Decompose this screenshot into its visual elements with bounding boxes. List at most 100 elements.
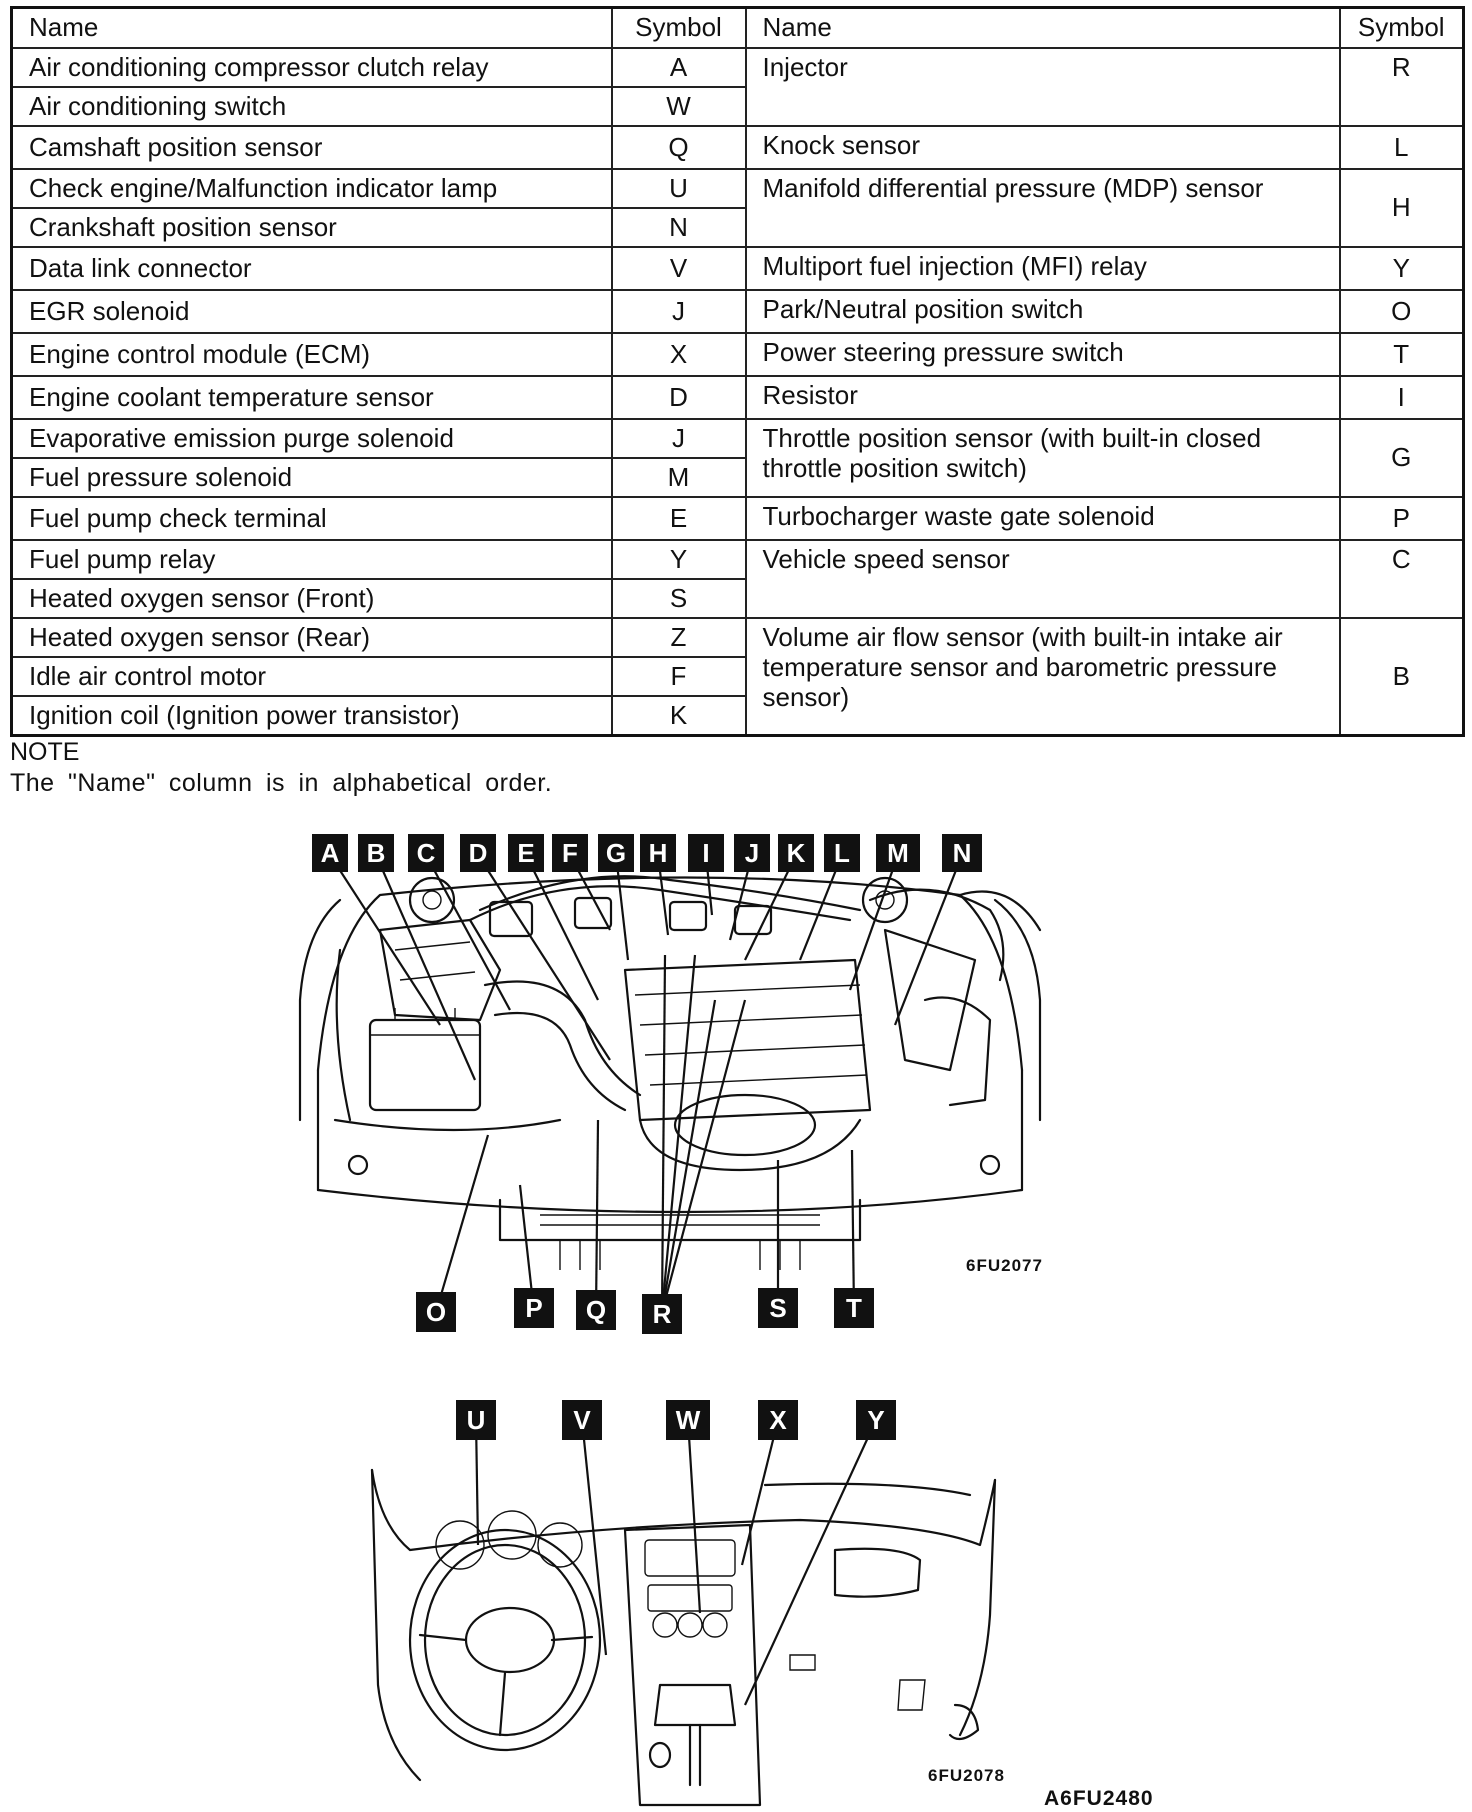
left-name: Camshaft position sensor [10, 125, 613, 170]
left-symbol: Y [610, 539, 747, 580]
callout-F-text: F [562, 838, 578, 868]
left-name: Ignition coil (Ignition power transistor… [10, 695, 613, 737]
left-symbol: E [610, 496, 747, 541]
callout-C-text: C [417, 838, 436, 868]
left-symbol: D [610, 375, 747, 420]
right-symbol: G [1338, 418, 1465, 498]
callout-J: J [734, 834, 770, 872]
note-text: The "Name" column is in alphabetical ord… [10, 769, 553, 797]
left-symbol: Q [610, 125, 747, 170]
left-symbol: S [610, 578, 747, 619]
left-name: Idle air control motor [10, 656, 613, 697]
callout-N: N [942, 834, 982, 872]
right-name: Throttle position sensor (with built-in … [744, 418, 1341, 498]
engine-compartment-diagram: A B C D E F G H I J K L M N O P Q R S T … [298, 834, 1042, 1334]
callout-R-text: R [653, 1299, 672, 1329]
right-symbol: Y [1338, 246, 1465, 291]
left-symbol: J [610, 289, 747, 334]
left-name: Data link connector [10, 246, 613, 291]
left-name: Engine coolant temperature sensor [10, 375, 613, 420]
callout-K: K [778, 834, 814, 872]
callout-H: H [640, 834, 676, 872]
header-name-right: Name [744, 6, 1341, 49]
callout-X-text: X [769, 1405, 787, 1435]
right-name: Park/Neutral position switch [744, 289, 1341, 334]
callout-U: U [456, 1400, 496, 1440]
right-name: Volume air flow sensor (with built-in in… [744, 617, 1341, 737]
right-symbol: R [1338, 47, 1465, 127]
right-symbol: H [1338, 168, 1465, 248]
callout-I-text: I [702, 838, 709, 868]
right-name: Manifold differential pressure (MDP) sen… [744, 168, 1341, 248]
callout-J-text: J [745, 838, 759, 868]
callout-P: P [514, 1288, 554, 1328]
right-symbol: L [1338, 125, 1465, 170]
callout-Q-text: Q [586, 1295, 606, 1325]
callout-V-text: V [573, 1405, 591, 1435]
header-name-left: Name [10, 6, 613, 49]
component-location-table: Name Symbol Name Symbol Air conditioning… [10, 6, 1465, 737]
header-symbol-left: Symbol [610, 6, 747, 49]
left-name: Heated oxygen sensor (Front) [10, 578, 613, 619]
left-symbol: V [610, 246, 747, 291]
callout-E: E [508, 834, 544, 872]
callout-O: O [416, 1292, 456, 1332]
left-symbol: U [610, 168, 747, 209]
callout-F: F [552, 834, 588, 872]
callout-G-text: G [606, 838, 626, 868]
left-name: Air conditioning switch [10, 86, 613, 127]
right-symbol: I [1338, 375, 1465, 420]
callout-D: D [460, 834, 496, 872]
callout-S: S [758, 1288, 798, 1328]
left-symbol: A [610, 47, 747, 88]
left-name: Engine control module (ECM) [10, 332, 613, 377]
callout-B: B [358, 834, 394, 872]
callout-B-text: B [367, 838, 386, 868]
callout-L-text: L [834, 838, 850, 868]
left-symbol: W [610, 86, 747, 127]
callout-W: W [666, 1400, 710, 1440]
callout-Y: Y [856, 1400, 896, 1440]
header-symbol-right: Symbol [1338, 6, 1465, 49]
engine-leader-lines [329, 854, 964, 1313]
left-name: Air conditioning compressor clutch relay [10, 47, 613, 88]
right-name: Resistor [744, 375, 1341, 420]
right-symbol: O [1338, 289, 1465, 334]
note-title: NOTE [10, 738, 80, 766]
right-symbol: B [1338, 617, 1465, 737]
callout-T-text: T [846, 1293, 862, 1323]
callout-I: I [688, 834, 724, 872]
left-name: Heated oxygen sensor (Rear) [10, 617, 613, 658]
callout-N-text: N [953, 838, 972, 868]
left-symbol: K [610, 695, 747, 737]
callout-E-text: E [517, 838, 534, 868]
dashboard-leader-lines [474, 1419, 877, 1706]
right-symbol: C [1338, 539, 1465, 619]
callout-Y-text: Y [867, 1405, 884, 1435]
left-symbol: M [610, 457, 747, 498]
left-symbol: F [610, 656, 747, 697]
left-symbol: X [610, 332, 747, 377]
left-name: Fuel pump relay [10, 539, 613, 580]
dashboard-diagram: U V W X Y 6FU2078 A6FU2480 [370, 1400, 1153, 1810]
callout-G: G [598, 834, 634, 872]
callout-D-text: D [469, 838, 488, 868]
callout-V: V [562, 1400, 602, 1440]
callout-U-text: U [467, 1405, 486, 1435]
left-symbol: J [610, 418, 747, 459]
callout-P-text: P [525, 1293, 542, 1323]
callout-M: M [876, 834, 920, 872]
right-name: Power steering pressure switch [744, 332, 1341, 377]
callout-K-text: K [787, 838, 806, 868]
callout-W-text: W [676, 1405, 701, 1435]
dashboard-drawing [370, 1468, 997, 1807]
callout-R: R [642, 1294, 682, 1334]
callout-M-text: M [887, 838, 909, 868]
right-name: Knock sensor [744, 125, 1341, 170]
right-symbol: T [1338, 332, 1465, 377]
left-name: Fuel pump check terminal [10, 496, 613, 541]
right-name: Injector [744, 47, 1341, 127]
left-name: Check engine/Malfunction indicator lamp [10, 168, 613, 209]
callout-A-text: A [321, 838, 340, 868]
callout-L: L [824, 834, 860, 872]
